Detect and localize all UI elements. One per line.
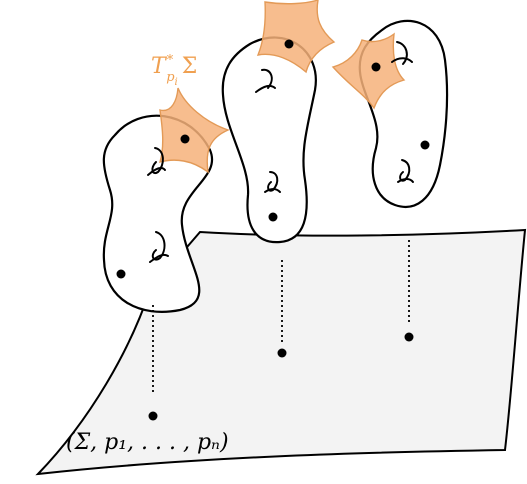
- surface-middle: [221, 36, 317, 244]
- base-point-left: [148, 411, 158, 421]
- tangent-patch-middle: [256, 0, 336, 74]
- base-point-right: [404, 332, 414, 342]
- marked-point-right-bottom: [420, 140, 430, 150]
- handles-right: [391, 41, 414, 183]
- handles-left: [147, 147, 169, 263]
- marked-point-middle-bottom: [268, 212, 278, 222]
- tangent-main: T: [151, 54, 168, 79]
- marked-point-left-top: [180, 134, 190, 144]
- marked-point-right-top: [371, 62, 381, 72]
- base-point-middle: [277, 348, 287, 358]
- tangent-patch-left: [158, 87, 230, 174]
- handles-middle: [255, 68, 281, 193]
- marked-point-left-bottom: [116, 269, 126, 279]
- moduli-point-label: (Σ, p₁, . . . , pₙ): [66, 430, 229, 455]
- tangent-space-label: T*piΣ: [151, 53, 197, 88]
- marked-point-middle-top: [284, 39, 294, 49]
